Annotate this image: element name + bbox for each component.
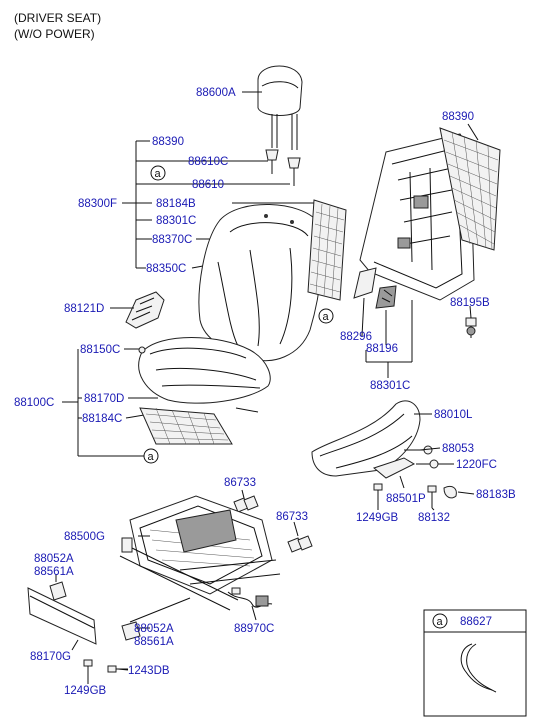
label-88970C: 88970C bbox=[234, 623, 274, 635]
inset-callout-a bbox=[432, 613, 448, 629]
label-88301C-back: 88301C bbox=[156, 215, 196, 227]
label-86733-a: 86733 bbox=[224, 477, 256, 489]
leader-88183B bbox=[457, 491, 475, 495]
header-wo-power: (W/O POWER) bbox=[14, 27, 95, 41]
leader-1243DB bbox=[117, 668, 129, 671]
label-88170D: 88170D bbox=[84, 393, 124, 405]
leader-86733-b bbox=[293, 521, 299, 537]
label-88500G: 88500G bbox=[64, 531, 105, 543]
leader-88390-frame bbox=[467, 123, 479, 141]
label-88053: 88053 bbox=[442, 443, 474, 455]
frame-clips-illustration bbox=[353, 267, 397, 309]
label-1243DB: 1243DB bbox=[128, 665, 170, 677]
label-88561A-b: 88561A bbox=[134, 636, 174, 648]
label-88350C: 88350C bbox=[146, 263, 186, 275]
inset-callout-a-text: a bbox=[437, 616, 444, 628]
label-88610C: 88610C bbox=[188, 156, 228, 168]
label-88600A: 88600A bbox=[196, 87, 236, 99]
label-88501P: 88501P bbox=[386, 493, 426, 505]
lower-cover-illustration bbox=[121, 597, 191, 641]
label-88390-top: 88390 bbox=[152, 136, 184, 148]
leader-86733-a bbox=[241, 489, 245, 499]
seat-back-illustration bbox=[198, 204, 323, 362]
label-88196: 88196 bbox=[366, 343, 398, 355]
upper-cover-illustration bbox=[49, 581, 67, 601]
screws-side-illustration bbox=[373, 445, 457, 508]
trim-88170G-illustration bbox=[27, 587, 97, 645]
harness-illustration bbox=[227, 587, 273, 608]
label-88052A-a: 88052A bbox=[34, 553, 74, 565]
seat-track-illustration bbox=[119, 495, 281, 611]
label-88010L: 88010L bbox=[434, 409, 473, 421]
callout-a-backframe-text: a bbox=[323, 311, 330, 323]
knob-illustration bbox=[125, 291, 165, 329]
label-88296: 88296 bbox=[340, 331, 372, 343]
label-88170G: 88170G bbox=[30, 651, 71, 663]
leader-88501P bbox=[399, 475, 405, 489]
label-88100C: 88100C bbox=[14, 397, 54, 409]
bolt-1249GB-lower-illustration bbox=[83, 659, 93, 680]
leader-88296 bbox=[361, 297, 365, 337]
label-88610: 88610 bbox=[192, 179, 224, 191]
callout-a-back bbox=[150, 165, 166, 181]
callout-a-backframe bbox=[318, 308, 334, 324]
label-86733-b: 86733 bbox=[276, 511, 308, 523]
label-1249GB: 1249GB bbox=[356, 512, 399, 524]
label-88121D: 88121D bbox=[64, 303, 104, 315]
cushion-illustration bbox=[138, 337, 271, 404]
leader-88132 bbox=[431, 507, 435, 511]
lumbar-grid-illustration bbox=[307, 199, 347, 301]
callout-a-back-text: a bbox=[155, 168, 162, 180]
leader-88053 bbox=[419, 447, 441, 451]
label-88184B: 88184B bbox=[156, 198, 196, 210]
leader-88170G bbox=[71, 639, 79, 651]
label-88150C: 88150C bbox=[80, 344, 120, 356]
label-88300F: 88300F bbox=[78, 198, 117, 210]
label-88390-frame: 88390 bbox=[442, 111, 474, 123]
label-88561A-a: 88561A bbox=[34, 566, 74, 578]
leader-88970C bbox=[251, 605, 257, 621]
cushion-mat-illustration bbox=[139, 407, 259, 445]
leader-88195B bbox=[469, 305, 472, 319]
label-88195B: 88195B bbox=[450, 297, 490, 309]
label-1220FC: 1220FC bbox=[456, 459, 497, 471]
label-88370C: 88370C bbox=[152, 234, 192, 246]
side-shield-illustration bbox=[311, 400, 421, 479]
nuts-86733-illustration bbox=[233, 495, 313, 553]
label-88184C: 88184C bbox=[82, 413, 122, 425]
headrest-guides-illustration bbox=[265, 149, 301, 186]
headrest-illustration bbox=[257, 65, 303, 150]
callout-a-cushion-text: a bbox=[148, 451, 155, 463]
inset-label-88627: 88627 bbox=[460, 616, 492, 628]
label-1249GB-b: 1249GB bbox=[64, 685, 107, 697]
callout-a-cushion bbox=[143, 448, 159, 464]
back-panel-grid-illustration bbox=[439, 127, 501, 251]
label-88301C-clip: 88301C bbox=[370, 380, 410, 392]
label-88132: 88132 bbox=[418, 512, 450, 524]
label-88052A-b: 88052A bbox=[134, 623, 174, 635]
label-88183B: 88183B bbox=[476, 489, 516, 501]
header-driver-seat: (DRIVER SEAT) bbox=[14, 11, 101, 25]
bolt-88195B-illustration bbox=[465, 317, 477, 338]
